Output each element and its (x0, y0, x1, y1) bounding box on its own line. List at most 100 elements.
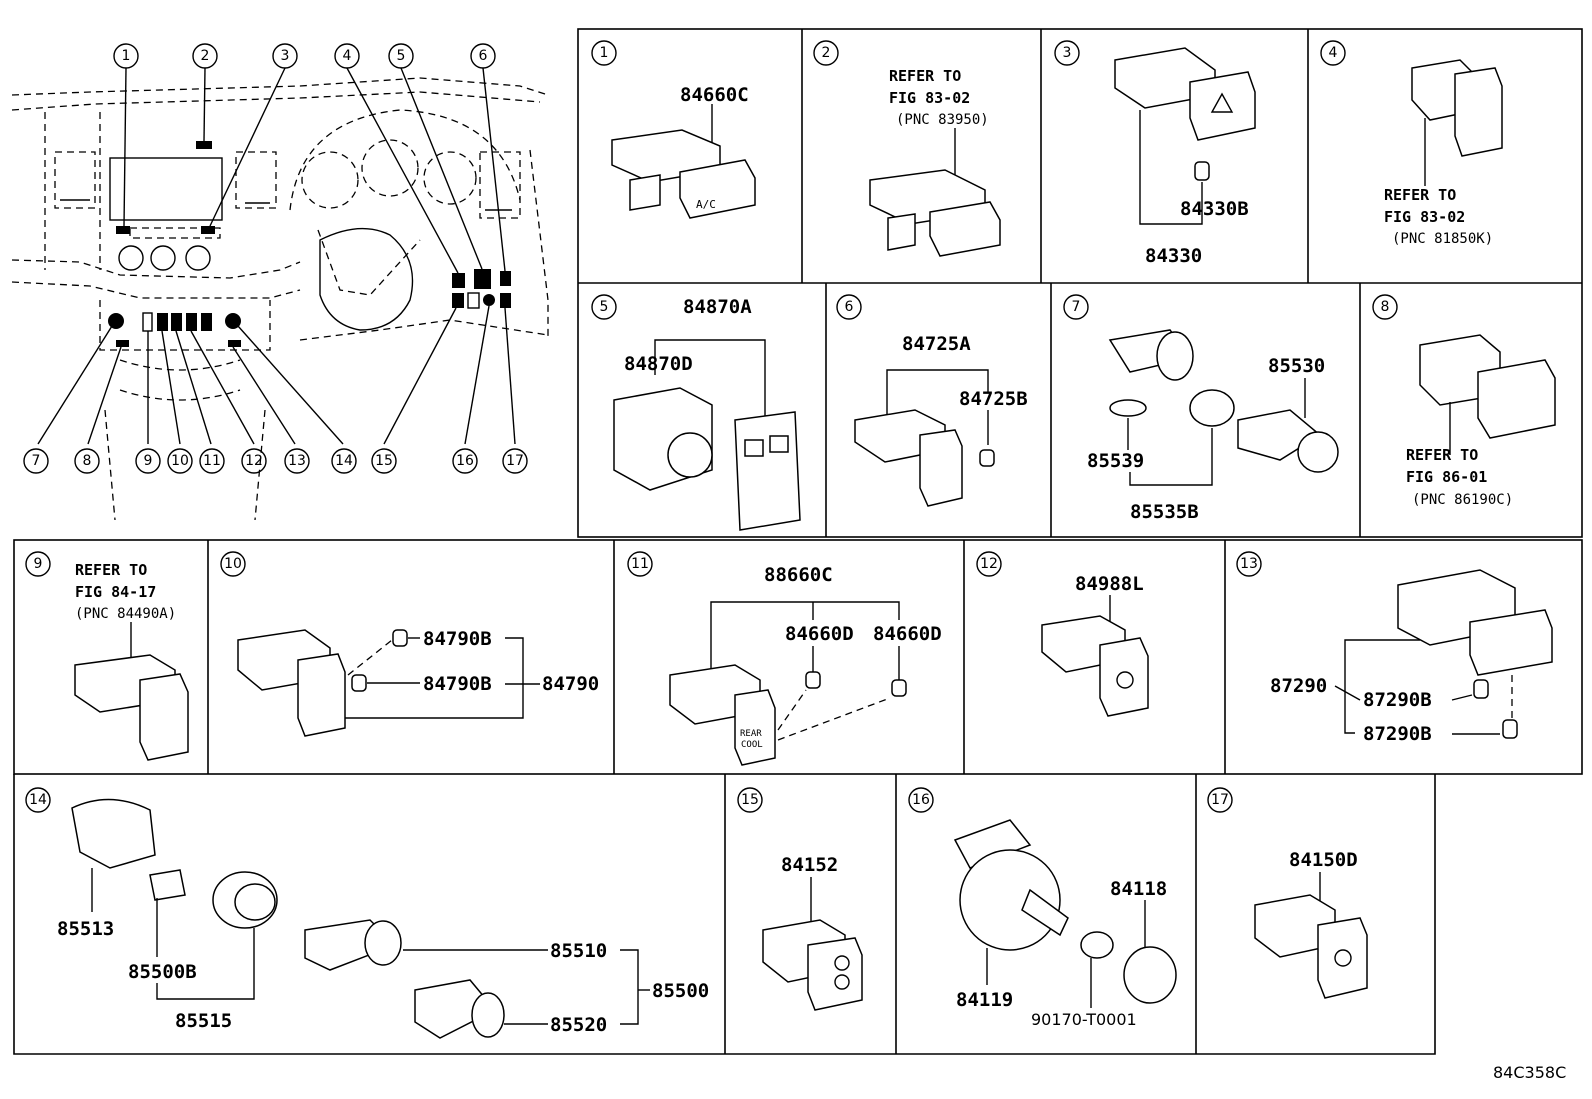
part-84790: 84790 (542, 673, 599, 695)
svg-text:6: 6 (479, 48, 488, 64)
svg-text:7: 7 (1072, 299, 1081, 315)
callout-2: 2 (192, 43, 218, 69)
svg-text:12: 12 (980, 556, 998, 572)
switch-drawing-6 (854, 409, 995, 507)
part-85500: 85500 (652, 980, 709, 1002)
svg-text:FIG 86-01: FIG 86-01 (1406, 468, 1487, 486)
part-85513: 85513 (57, 918, 114, 940)
part-84870A: 84870A (683, 296, 752, 318)
part-84152: 84152 (781, 854, 838, 876)
svg-text:9: 9 (34, 556, 43, 572)
svg-text:(PNC 83950): (PNC 83950) (896, 112, 989, 128)
part-87290B-upper: 87290B (1363, 689, 1432, 711)
switch-drawing-13 (1397, 569, 1553, 739)
callout-9: 9 (135, 448, 161, 474)
switch-drawing-8 (1419, 334, 1556, 439)
svg-text:5: 5 (600, 299, 609, 315)
power-outlet-drawing (1108, 329, 1339, 473)
panel-10: 10 84790B 84790B 84790 (220, 551, 599, 737)
svg-text:8: 8 (1381, 299, 1390, 315)
callout-6: 6 (470, 43, 496, 69)
svg-text:10: 10 (224, 556, 242, 572)
svg-text:10: 10 (171, 453, 189, 469)
svg-text:3: 3 (1063, 45, 1072, 61)
part-84790B-lower: 84790B (423, 673, 492, 695)
part-88660C: 88660C (764, 564, 833, 586)
part-85515: 85515 (175, 1010, 232, 1032)
svg-text:(PNC 84490A): (PNC 84490A) (75, 606, 176, 622)
part-84725A: 84725A (902, 333, 971, 355)
svg-text:REFER TO: REFER TO (1406, 446, 1478, 464)
panel-2: 2 REFER TO FIG 83-02 (PNC 83950) (813, 40, 1001, 257)
panel-11: 11 88660C 84660D 84660D REAR COOL (627, 551, 942, 766)
svg-text:2: 2 (822, 45, 831, 61)
panel-9: 9 REFER TO FIG 84-17 (PNC 84490A) (25, 551, 189, 761)
callout-15: 15 (371, 448, 397, 474)
svg-text:8: 8 (83, 453, 92, 469)
svg-text:3: 3 (281, 48, 290, 64)
svg-text:4: 4 (1329, 45, 1338, 61)
svg-text:REFER TO: REFER TO (889, 67, 961, 85)
panel-16: 16 84119 84118 90170-T0001 (908, 787, 1177, 1029)
panel-6: 6 84725A 84725B (836, 294, 1028, 507)
panel-15: 15 84152 (737, 787, 863, 1011)
switch-drawing-2 (869, 169, 1001, 257)
panel-14: 14 85513 85500B 85515 85510 85520 85500 (25, 787, 709, 1039)
panel-7: 7 85530 85539 85535B (1063, 294, 1339, 523)
svg-text:9: 9 (144, 453, 153, 469)
svg-text:13: 13 (288, 453, 306, 469)
switch-drawing-4 (1411, 59, 1503, 157)
overview-callouts: 1 2 3 4 5 6 7 8 9 10 11 12 13 14 15 16 1… (23, 43, 528, 474)
svg-text:REFER TO: REFER TO (75, 561, 147, 579)
switch-drawing-17 (1254, 894, 1368, 999)
part-84660D-right: 84660D (873, 623, 942, 645)
callout-1: 1 (113, 43, 139, 69)
part-84150D: 84150D (1289, 849, 1358, 871)
switch-drawing-12 (1041, 615, 1149, 717)
callout-14: 14 (331, 448, 357, 474)
svg-text:14: 14 (29, 792, 47, 808)
svg-text:FIG 84-17: FIG 84-17 (75, 583, 156, 601)
part-87290B-lower: 87290B (1363, 723, 1432, 745)
callout-17: 17 (502, 448, 528, 474)
part-84330B: 84330B (1180, 198, 1249, 220)
hazard-switch-drawing (1114, 47, 1256, 181)
svg-text:2: 2 (201, 48, 210, 64)
svg-text:FIG 83-02: FIG 83-02 (889, 89, 970, 107)
svg-text:(PNC 81850K): (PNC 81850K) (1392, 231, 1493, 247)
svg-text:16: 16 (456, 453, 474, 469)
svg-text:A/C: A/C (696, 198, 716, 211)
svg-text:FIG 83-02: FIG 83-02 (1384, 208, 1465, 226)
figure-code: 84C358C (1493, 1063, 1566, 1082)
part-84790B-upper: 84790B (423, 628, 492, 650)
svg-text:15: 15 (375, 453, 393, 469)
callout-3: 3 (272, 43, 298, 69)
svg-text:7: 7 (32, 453, 41, 469)
part-84725B: 84725B (959, 388, 1028, 410)
svg-text:4: 4 (343, 48, 352, 64)
callout-12: 12 (241, 448, 267, 474)
part-87290: 87290 (1270, 675, 1327, 697)
panel-12: 12 84988L (976, 551, 1149, 717)
svg-text:11: 11 (631, 556, 649, 572)
svg-text:1: 1 (122, 48, 131, 64)
part-90170-T0001: 90170-T0001 (1031, 1010, 1137, 1029)
part-84119: 84119 (956, 989, 1013, 1011)
cigarette-lighter-drawing (71, 798, 505, 1039)
panel-17: 17 84150D (1207, 787, 1368, 999)
svg-text:12: 12 (245, 453, 263, 469)
rear-cool-switch-drawing: REAR COOL (669, 664, 907, 766)
dashboard-overview (11, 67, 549, 521)
part-85539: 85539 (1087, 450, 1144, 472)
panel-grid (13, 28, 1583, 1055)
panel-1: 1 84660C A/C (591, 40, 756, 219)
callout-4: 4 (334, 43, 360, 69)
svg-text:17: 17 (1211, 792, 1229, 808)
svg-text:13: 13 (1240, 556, 1258, 572)
part-85500B: 85500B (128, 961, 197, 983)
panel-5: 5 84870A 84870D (591, 294, 801, 531)
svg-text:COOL: COOL (741, 740, 763, 750)
svg-text:REAR: REAR (740, 729, 762, 739)
part-85520: 85520 (550, 1014, 607, 1036)
